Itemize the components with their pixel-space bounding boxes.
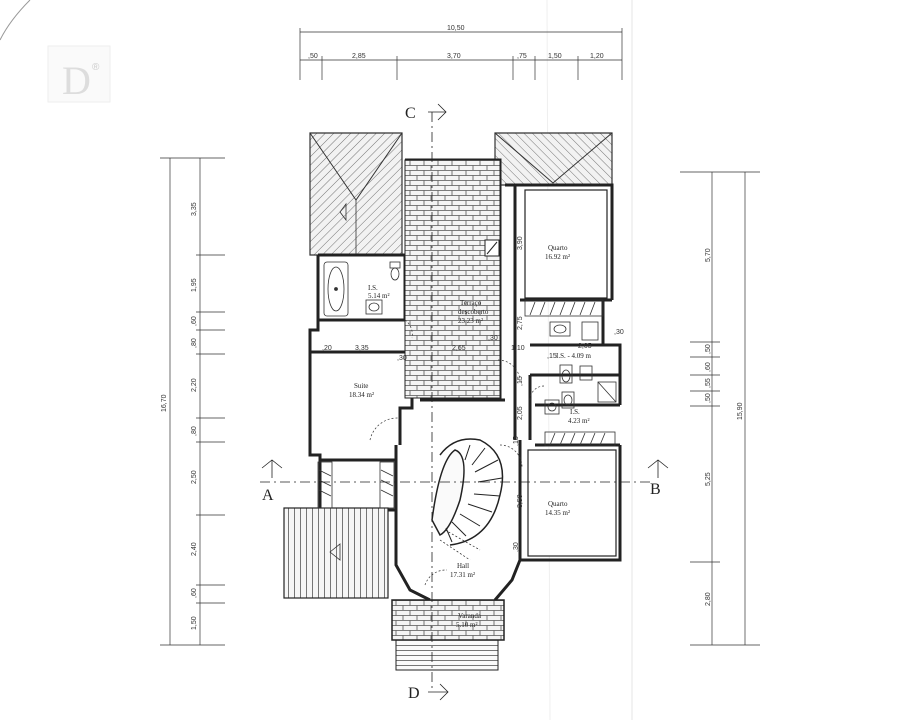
logo-letter: D xyxy=(62,58,91,103)
room-suite-name: Suite xyxy=(354,382,368,390)
dim-inner-c: ,30 xyxy=(397,355,407,362)
dim-inner-a: ,20 xyxy=(322,345,332,352)
dim-left-3: ,60 xyxy=(191,316,198,326)
dim-inner-k: 2,75 xyxy=(517,316,524,330)
dim-left-8: 2,40 xyxy=(191,542,198,556)
room-is1-name: I.S. xyxy=(368,284,378,292)
dim-right-6: 5,25 xyxy=(705,472,712,486)
room-quarto1-area: 16.92 m² xyxy=(545,253,570,261)
room-terraco-name: Terraço xyxy=(460,299,482,307)
dim-inner-i: ,30 xyxy=(614,329,624,336)
dimensions-top xyxy=(299,28,623,80)
verandah-steps xyxy=(395,639,499,671)
dim-right-total: 15,90 xyxy=(737,402,744,420)
verandah-brick-floor xyxy=(391,599,505,641)
is2-fixtures xyxy=(544,321,617,415)
dim-inner-j: 3,90 xyxy=(517,236,524,250)
section-c-label: C xyxy=(405,105,416,122)
dim-top-4: ,75 xyxy=(517,53,527,60)
bathtub xyxy=(323,261,349,317)
room-terraco-area: 23.23 m² xyxy=(458,317,483,325)
room-terraco-name-2: descoberto xyxy=(458,308,489,316)
dim-inner-d: 2,65 xyxy=(452,345,466,352)
section-b-label: B xyxy=(650,481,661,498)
dim-top-2: 2,85 xyxy=(352,53,366,60)
dim-inner-p: ,30 xyxy=(513,542,520,552)
dim-left-7: 2,50 xyxy=(191,470,198,484)
room-is3-label: I.S. - 4.09 m xyxy=(556,352,592,360)
dim-inner-n: ,15 xyxy=(513,436,520,446)
dim-inner-e: ,30 xyxy=(488,335,498,342)
dim-top-3: 3,70 xyxy=(447,53,461,60)
dim-left-4: ,80 xyxy=(191,338,198,348)
room-varanda-name: Varanda xyxy=(458,612,482,620)
room-hall-area: 17.31 m² xyxy=(450,571,475,579)
dim-top-total: 10,50 xyxy=(447,25,465,32)
dim-right-1: 5,70 xyxy=(705,248,712,262)
room-is1-area: 5.14 m² xyxy=(368,292,390,300)
section-lines xyxy=(260,103,669,701)
toilet-is1 xyxy=(389,261,401,281)
deck-arrow-icon xyxy=(329,543,341,561)
dim-inner-f: 1,10 xyxy=(511,345,525,352)
dim-inner-m: 2,05 xyxy=(578,343,592,350)
wooden-deck xyxy=(283,507,389,599)
dim-left-total: 16,70 xyxy=(161,394,168,412)
dim-inner-g: ,15 xyxy=(517,376,524,386)
room-quarto1-name: Quarto xyxy=(548,244,568,252)
dim-right-7: 2,80 xyxy=(705,592,712,606)
terrace-brick-floor xyxy=(404,159,501,399)
dim-right-5: ,50 xyxy=(705,393,712,403)
dim-left-1: 3,35 xyxy=(191,202,198,216)
dim-top-6: 1,20 xyxy=(590,53,604,60)
section-a-label: A xyxy=(262,487,274,504)
dim-inner-o: 3,50 xyxy=(517,494,524,508)
walls xyxy=(308,158,622,602)
room-varanda-area: 5.10 m² xyxy=(456,621,478,629)
logo-registered-mark: ® xyxy=(92,62,100,73)
quarto-1-floor xyxy=(524,189,608,299)
roof-right xyxy=(494,132,613,186)
dim-right-4: ,55 xyxy=(705,378,712,388)
room-quarto2-name: Quarto xyxy=(548,500,568,508)
room-hall-name: Hall xyxy=(457,562,469,570)
dim-top-1: ,50 xyxy=(308,53,318,60)
dim-left-2: 1,95 xyxy=(191,278,198,292)
section-d-label: D xyxy=(408,685,420,702)
terrace-marker-diagonal xyxy=(486,241,498,255)
scan-artifacts xyxy=(0,0,633,720)
dim-left-10: 1,50 xyxy=(191,616,198,630)
room-is2-area: 4.23 m² xyxy=(568,417,590,425)
dimensions-left xyxy=(160,157,225,646)
dimensions-right xyxy=(680,171,760,646)
quarto-2-floor xyxy=(527,449,617,557)
dim-inner-h: 2,05 xyxy=(517,406,524,420)
roof-left xyxy=(309,132,403,256)
dim-top-5: 1,50 xyxy=(548,53,562,60)
dim-left-6: ,80 xyxy=(191,426,198,436)
architect-logo: D ® xyxy=(47,45,111,103)
sink-is1 xyxy=(365,299,383,315)
room-quarto2-area: 14.35 m² xyxy=(545,509,570,517)
doors xyxy=(369,319,545,586)
dim-right-2: ,50 xyxy=(705,344,712,354)
room-suite-area: 18.34 m² xyxy=(349,391,374,399)
spiral-staircase xyxy=(431,438,504,561)
wardrobes xyxy=(317,299,616,509)
dim-right-3: ,60 xyxy=(705,362,712,372)
dim-inner-b: 3,35 xyxy=(355,345,369,352)
dim-left-9: ,60 xyxy=(191,588,198,598)
room-is2-name: I.S. xyxy=(570,408,580,416)
dim-inner-l: ,15 xyxy=(547,353,557,360)
dim-left-5: 2,20 xyxy=(191,378,198,392)
